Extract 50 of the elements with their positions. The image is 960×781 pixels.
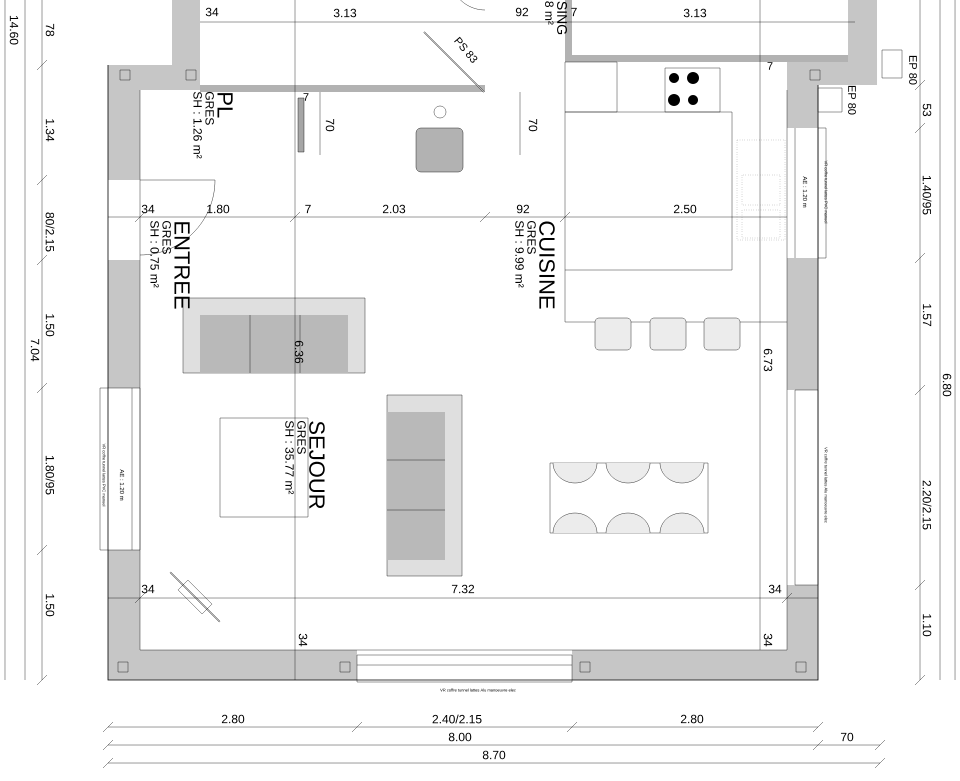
- dimension-label: 2.20/2.15: [922, 480, 932, 530]
- dimension-label: 78: [46, 24, 54, 36]
- dimension-label: 3.13: [684, 8, 706, 18]
- dimension-label: EP 80: [848, 86, 856, 115]
- dimension-label: 70: [326, 118, 334, 132]
- dimension-label: 7: [571, 8, 577, 16]
- dimension-label: 2.80: [222, 714, 244, 724]
- dimension-label: 3.13: [334, 8, 356, 18]
- dimension-label: 34: [298, 634, 308, 646]
- dimension-label: 1.57: [922, 304, 932, 326]
- dimension-label: 34: [768, 584, 782, 594]
- dimension-label: 1.10: [922, 614, 932, 636]
- dimension-label: 1.40/95: [922, 176, 932, 214]
- dimension-label: PS 83: [454, 36, 478, 63]
- dimension-label: 8.70: [482, 750, 506, 760]
- dimension-label: 92: [516, 204, 530, 214]
- dimension-label: 1.34: [46, 119, 54, 142]
- dimension-label: 70: [528, 118, 538, 132]
- room-label: CUISINE GRES SH : 9.99 m²: [515, 220, 555, 309]
- room-label: SEJOUR GRES SH : 35.77 m²: [285, 420, 325, 509]
- dimension-label: 7: [304, 93, 309, 101]
- dimension-label: EP 80: [909, 56, 917, 85]
- dimension-label: 92: [516, 8, 528, 16]
- dimension-label: 7.32: [452, 584, 474, 594]
- dimension-label: 6.36: [294, 340, 304, 364]
- dimension-label: 1.80: [207, 204, 230, 214]
- dimension-label: 8.00: [448, 732, 472, 742]
- dimension-label: 80/2.15: [46, 212, 54, 252]
- dimension-label: 2.03: [382, 204, 406, 214]
- dimension-label: 53: [922, 104, 932, 116]
- room-label: PL GRES SH : 1.26 m²: [193, 92, 233, 158]
- dimension-label: 2.40/2.15: [432, 714, 482, 724]
- dimension-label: 2.80: [680, 714, 704, 724]
- dimension-label: 70: [840, 732, 854, 742]
- dimension-label: 6.73: [764, 348, 772, 372]
- dimension-label: 34: [764, 634, 772, 646]
- dimension-label: 34: [206, 8, 218, 16]
- dimension-label: 34: [142, 204, 154, 214]
- room-label: ENTREE GRES SH : 0.75 m²: [150, 220, 190, 309]
- dimension-label: 1.80/95: [46, 456, 54, 494]
- dimension-label: 14.60: [10, 16, 18, 45]
- dimension-label: 7: [768, 62, 773, 70]
- dimension-label: 1.50: [46, 314, 54, 336]
- dimension-label: 7.04: [30, 338, 40, 362]
- dimension-label: 6.80: [942, 374, 952, 396]
- room-label: SING 8 m²: [545, 1, 567, 34]
- dimension-label: 7: [305, 204, 311, 214]
- dimension-label: 1.50: [46, 594, 54, 616]
- dimension-label: 34: [142, 584, 154, 594]
- dimension-label: 2.50: [674, 204, 696, 214]
